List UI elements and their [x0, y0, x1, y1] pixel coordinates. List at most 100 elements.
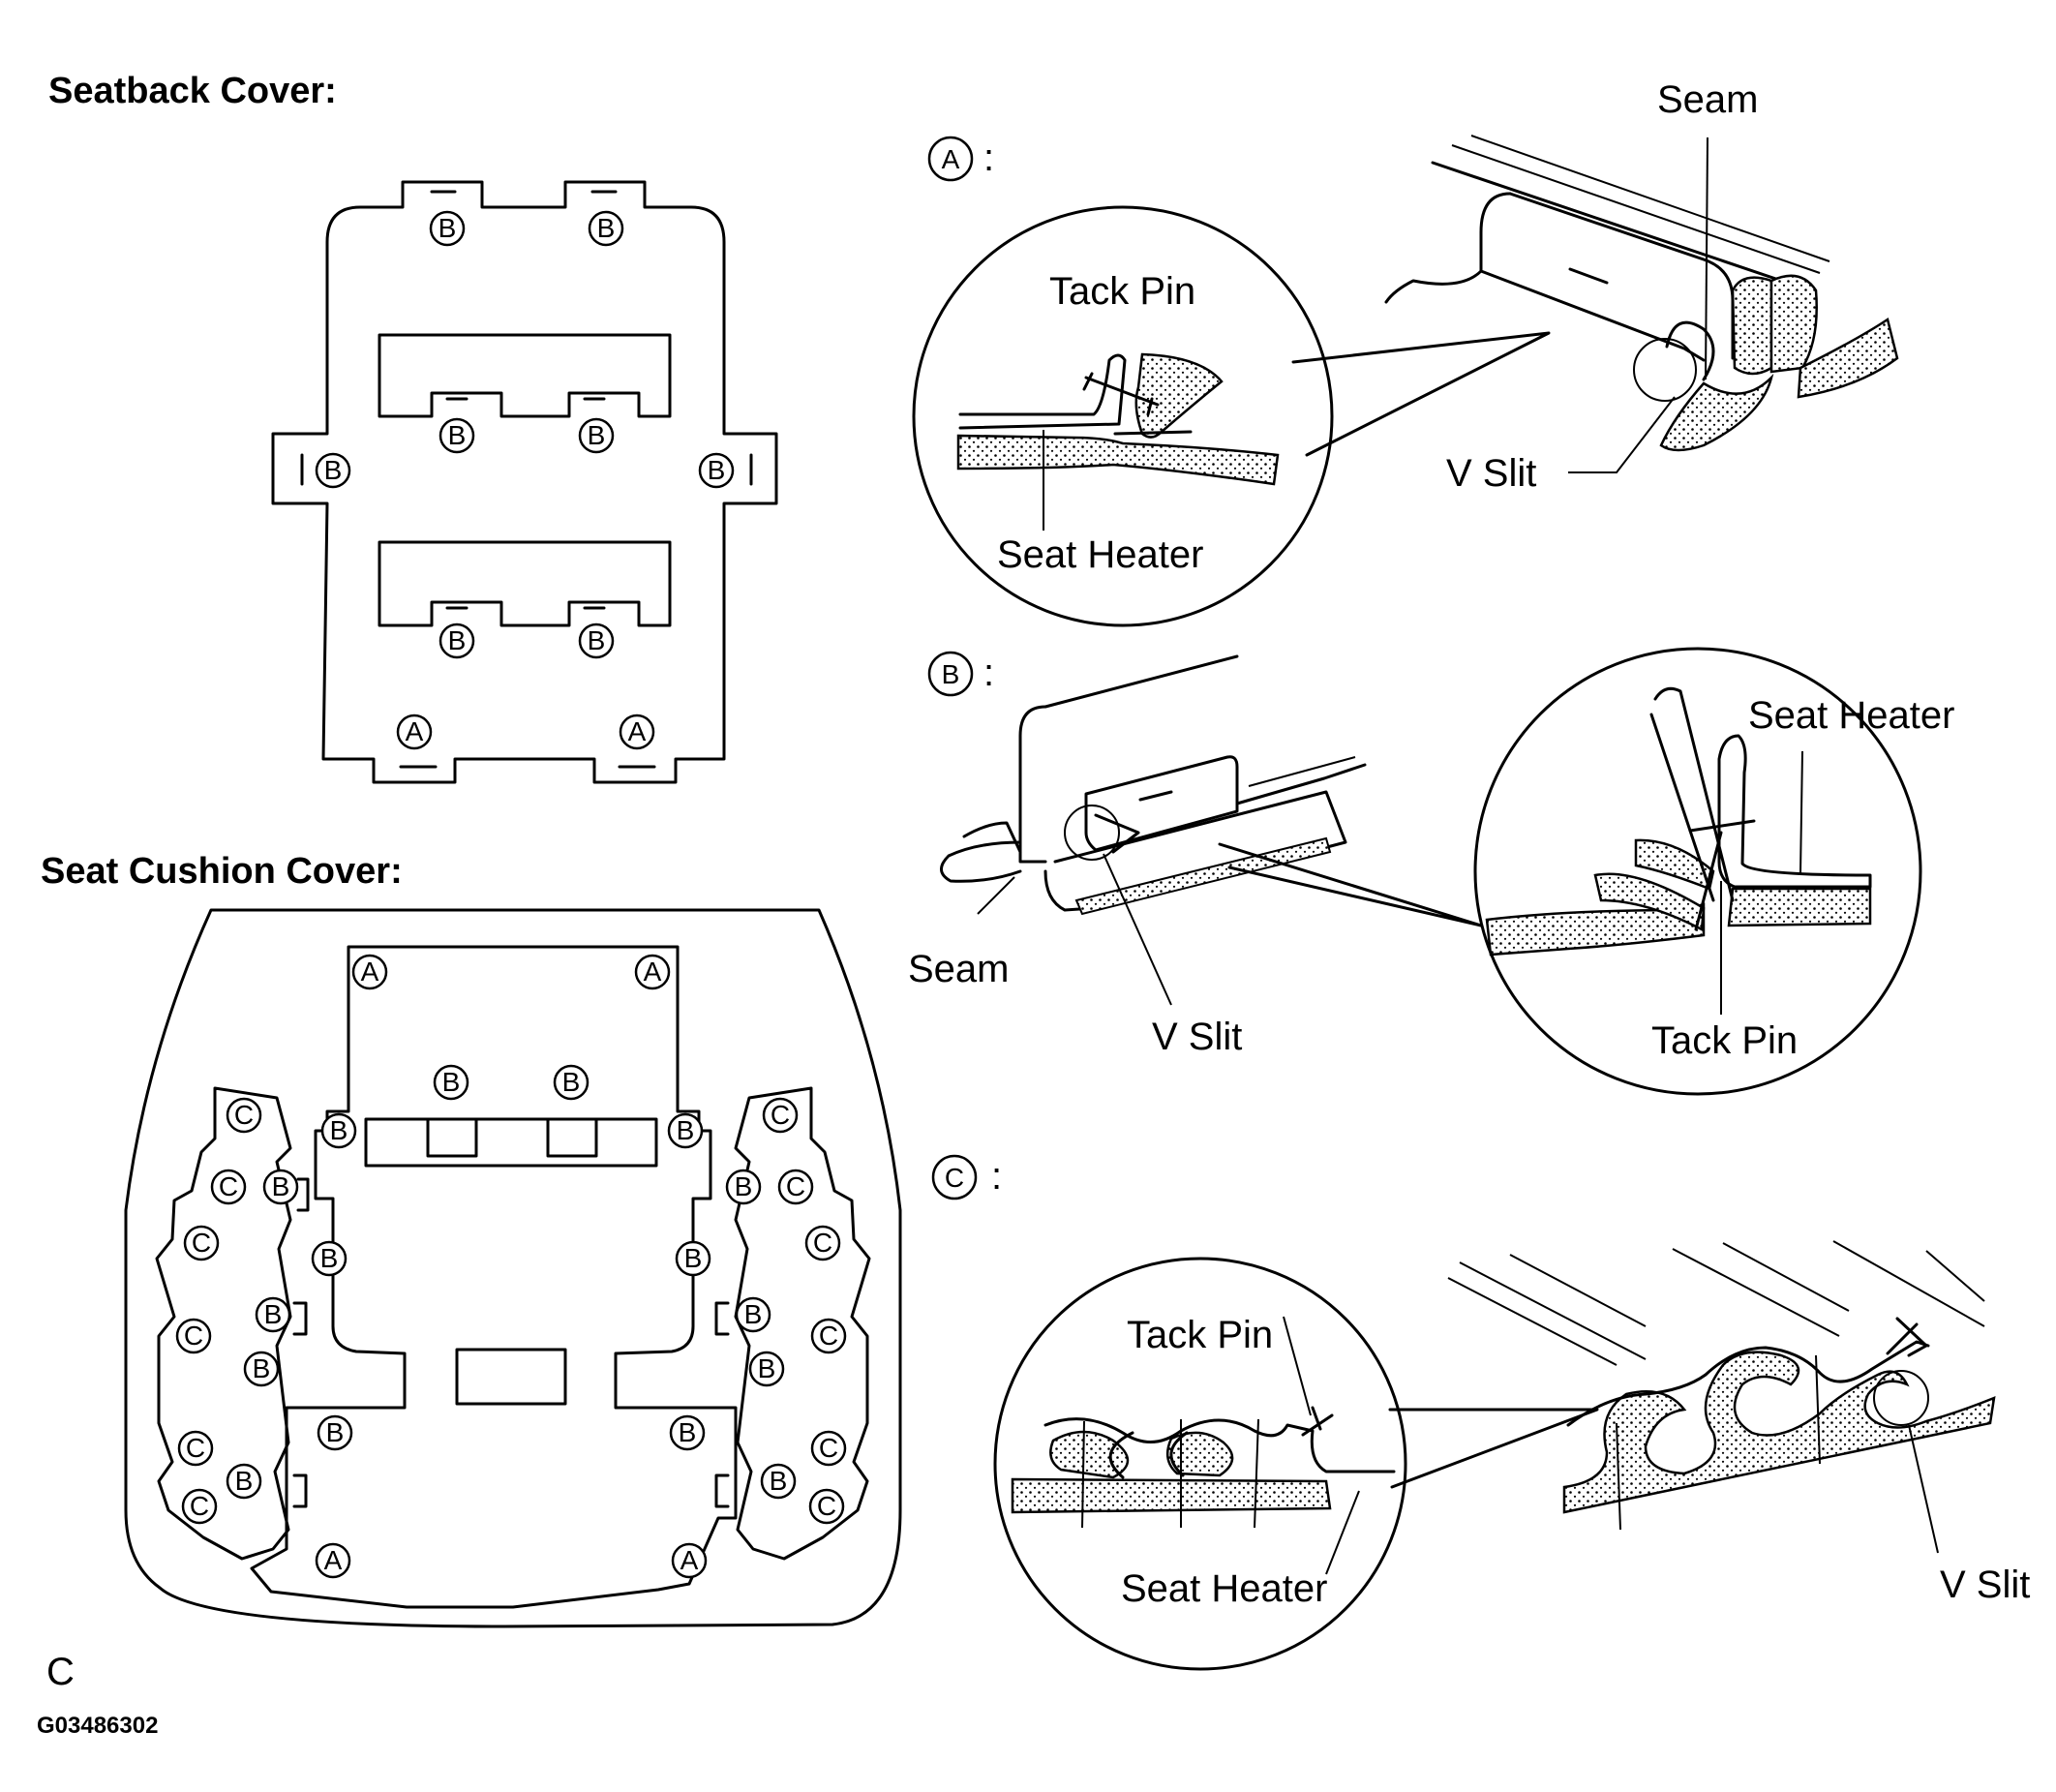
cushion-marker-b: B: [735, 1296, 771, 1333]
cushion-marker-letter: C: [819, 1433, 838, 1463]
cushion-marker-letter: B: [679, 1417, 697, 1447]
cushion-marker-letter: A: [361, 957, 379, 987]
detail-b-vslit-circle: [1064, 805, 1120, 861]
cushion-marker-circle: [320, 1112, 357, 1149]
seatback-marker-circle: [619, 714, 655, 750]
seatback-marker-letter: B: [597, 213, 616, 243]
detail-a-seam-leader: [1705, 137, 1708, 380]
detail-a-magnifier: [912, 205, 1334, 627]
cushion-marker-c: C: [226, 1097, 262, 1134]
cushion-marker-letter: A: [644, 957, 662, 987]
cushion-marker-letter: B: [442, 1067, 461, 1097]
cushion-right-side-panel: [734, 1086, 871, 1561]
cushion-marker-circle: [433, 1064, 469, 1101]
detail-b-tack-pin-label: Tack Pin: [1651, 1019, 1798, 1062]
cushion-marker-circle: [748, 1351, 785, 1387]
detail-marker-a-colon: :: [983, 137, 994, 179]
cushion-marker-circle: [725, 1169, 762, 1205]
cushion-marker-letter: B: [235, 1466, 254, 1496]
cushion-marker-circle: [317, 1414, 353, 1451]
cushion-marker-circle: [760, 1463, 797, 1500]
detail-b-magnifier: [1473, 647, 1922, 1096]
seatback-marker-letter: B: [324, 455, 343, 485]
cushion-marker-circle: [315, 1542, 351, 1579]
detail-c-v-slit-label: V Slit: [1940, 1564, 2030, 1606]
cushion-marker-c: C: [810, 1318, 847, 1354]
cushion-marker-letter: C: [817, 1491, 836, 1521]
figure-code: G03486302: [37, 1713, 158, 1739]
seatback-marker-letter: B: [588, 420, 606, 450]
cushion-marker-b: B: [675, 1240, 711, 1277]
cushion-marker-circle: [243, 1351, 280, 1387]
cushion-marker-c: C: [762, 1097, 799, 1134]
seatback-marker-circle: [578, 623, 615, 659]
detail-marker-b-colon: :: [983, 652, 994, 694]
seatback-marker-letter: B: [588, 625, 606, 655]
cushion-marker-c: C: [181, 1488, 218, 1525]
seatback-lower-slot: [378, 540, 672, 627]
cushion-marker-letter: B: [744, 1299, 763, 1329]
cushion-marker-circle: [183, 1225, 220, 1261]
cushion-marker-b: B: [255, 1296, 291, 1333]
cushion-marker-c: C: [777, 1169, 814, 1205]
detail-a-tack-pin-label: Tack Pin: [1049, 270, 1195, 313]
detail-marker-c-colon: :: [991, 1155, 1002, 1198]
cushion-marker-circle: [762, 1097, 799, 1134]
seatback-marker-letter: B: [438, 213, 457, 243]
cushion-marker-b: B: [311, 1240, 348, 1277]
cushion-marker-letter: B: [253, 1353, 271, 1383]
cushion-marker-circle: [735, 1296, 771, 1333]
cushion-center-slot: [455, 1348, 567, 1406]
seatback-marker-circle: [578, 417, 615, 454]
seatback-marker-b: B: [315, 452, 351, 489]
cushion-marker-letter: B: [770, 1466, 788, 1496]
seatback-marker-circle: [396, 714, 433, 750]
cushion-marker-b: B: [669, 1414, 706, 1451]
seatback-marker-a: A: [619, 714, 655, 750]
seatback-marker-circle: [438, 623, 475, 659]
cushion-marker-circle: [810, 1318, 847, 1354]
cushion-marker-circle: [351, 954, 388, 990]
cushion-marker-circle: [262, 1169, 299, 1205]
cushion-marker-c: C: [183, 1225, 220, 1261]
cushion-marker-circle: [810, 1430, 847, 1467]
cushion-marker-a: A: [315, 1542, 351, 1579]
cushion-marker-c: C: [175, 1318, 212, 1354]
detail-marker-b-letter: B: [942, 659, 960, 689]
cushion-marker-circle: [634, 954, 671, 990]
cushion-marker-letter: C: [186, 1433, 205, 1463]
cushion-marker-letter: C: [819, 1321, 838, 1351]
detail-marker-a: A :: [927, 136, 994, 182]
cushion-marker-b: B: [725, 1169, 762, 1205]
cushion-marker-letter: B: [326, 1417, 345, 1447]
cushion-marker-b: B: [433, 1064, 469, 1101]
cushion-marker-circle: [226, 1097, 262, 1134]
cushion-marker-letter: B: [684, 1243, 703, 1273]
seatback-marker-b: B: [578, 417, 615, 454]
cushion-marker-letter: C: [813, 1228, 832, 1258]
cushion-marker-a: A: [671, 1542, 708, 1579]
detail-c-tack-pin-label: Tack Pin: [1127, 1314, 1273, 1356]
detail-a-v-slit-label: V Slit: [1446, 452, 1536, 495]
cushion-marker-circle: [777, 1169, 814, 1205]
cushion-marker-letter: B: [758, 1353, 776, 1383]
cushion-marker-c: C: [808, 1488, 845, 1525]
cushion-marker-b: B: [320, 1112, 357, 1149]
cushion-marker-b: B: [243, 1351, 280, 1387]
seat-cushion-cover-outline: [124, 908, 902, 1628]
seatback-marker-b: B: [438, 417, 475, 454]
seatback-upper-slot: [378, 333, 672, 418]
cushion-marker-circle: [311, 1240, 348, 1277]
detail-b-seam-label: Seam: [908, 948, 1010, 990]
seatback-marker-letter: A: [628, 716, 647, 746]
cushion-marker-letter: B: [272, 1171, 290, 1201]
seatback-marker-circle: [698, 452, 735, 489]
cushion-marker-circle: [175, 1318, 212, 1354]
detail-marker-c-letter: C: [945, 1163, 964, 1193]
seatback-marker-b: B: [429, 210, 466, 247]
cushion-marker-letter: C: [184, 1321, 203, 1351]
seatback-marker-letter: A: [406, 716, 424, 746]
cushion-marker-letter: C: [234, 1100, 254, 1130]
seatback-marker-b: B: [588, 210, 624, 247]
cushion-marker-circle: [667, 1112, 704, 1149]
